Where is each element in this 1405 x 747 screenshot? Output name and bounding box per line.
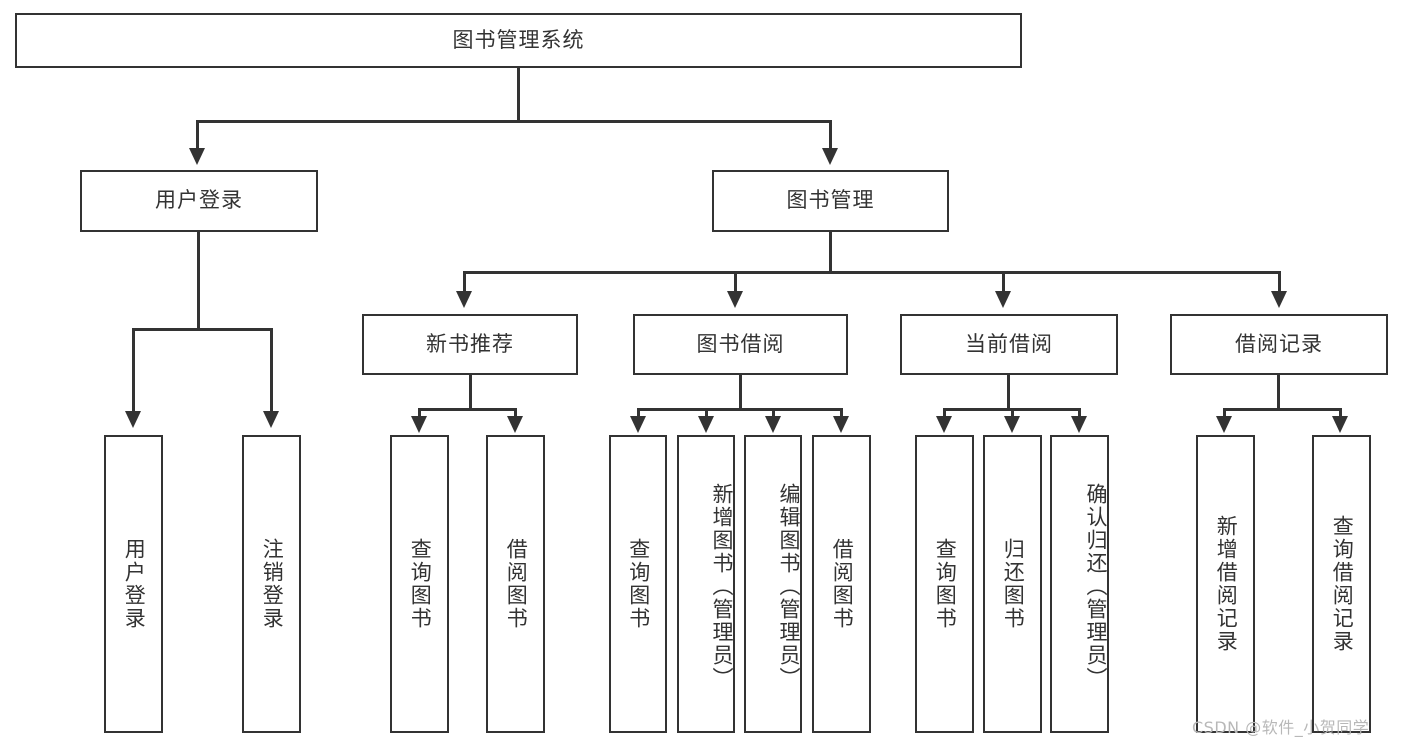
connector-user-login-bus [132,328,272,331]
arrow-to-borrow-record-icon [1271,291,1287,308]
leaf-user-login-logout[interactable]: 注销登录 [242,435,301,733]
leaf-borrow-record-add-record[interactable]: 新增借阅记录 [1196,435,1255,733]
arrow-to-book-borrow-icon [727,291,743,308]
connector-book-management-stem [829,232,832,271]
connector-user-login-stem [197,232,200,328]
connector-nbr-to-leaf-1 [418,408,421,418]
arrow-nbr-to-leaf-1-icon [411,416,427,433]
connector-new-book-recommend-stem [469,375,472,408]
leaf-new-book-recommend-query-book[interactable]: 查询图书 [390,435,449,733]
connector-nbr-to-leaf-2 [514,408,517,418]
connector-book-borrow-stem [739,375,742,408]
connector-to-new-book-recommend [463,271,466,293]
arrow-bb-to-leaf-1-icon [630,416,646,433]
node-user-login[interactable]: 用户登录 [80,170,318,232]
connector-new-book-recommend-bus [418,408,517,411]
leaf-current-borrow-confirm-return-admin[interactable]: 确认归还（管理员） [1050,435,1109,733]
arrow-cb-to-leaf-1-icon [936,416,952,433]
arrow-user-login-to-leaf-1-icon [125,411,141,428]
connector-cb-to-leaf-3 [1078,408,1081,418]
leaf-new-book-recommend-borrow-book[interactable]: 借阅图书 [486,435,545,733]
connector-to-current-borrow [1002,271,1005,293]
connector-book-borrow-bus [637,408,840,411]
arrow-root-to-book-management-icon [822,148,838,165]
arrow-cb-to-leaf-3-icon [1071,416,1087,433]
node-book-borrow[interactable]: 图书借阅 [633,314,848,375]
connector-book-management-bus [463,271,1281,274]
leaf-borrow-record-query-record[interactable]: 查询借阅记录 [1312,435,1371,733]
node-borrow-record[interactable]: 借阅记录 [1170,314,1388,375]
connector-borrow-record-bus [1223,408,1342,411]
node-new-book-recommend[interactable]: 新书推荐 [362,314,578,375]
connector-current-borrow-stem [1007,375,1010,408]
arrow-bb-to-leaf-2-icon [698,416,714,433]
connector-bb-to-leaf-3 [772,408,775,418]
arrow-cb-to-leaf-2-icon [1004,416,1020,433]
arrow-to-current-borrow-icon [995,291,1011,308]
connector-root-to-user-login [196,120,199,150]
arrow-br-to-leaf-1-icon [1216,416,1232,433]
connector-to-borrow-record [1278,271,1281,293]
connector-br-to-leaf-1 [1223,408,1226,418]
leaf-current-borrow-query-book[interactable]: 查询图书 [915,435,974,733]
connector-cb-to-leaf-1 [943,408,946,418]
connector-bb-to-leaf-4 [840,408,843,418]
arrow-nbr-to-leaf-2-icon [507,416,523,433]
arrow-bb-to-leaf-4-icon [833,416,849,433]
node-current-borrow[interactable]: 当前借阅 [900,314,1118,375]
leaf-book-borrow-borrow-book[interactable]: 借阅图书 [812,435,871,733]
connector-current-borrow-bus [943,408,1078,411]
leaf-book-borrow-query-book[interactable]: 查询图书 [609,435,667,733]
connector-user-login-to-leaf-2 [270,328,273,413]
arrow-root-to-user-login-icon [189,148,205,165]
connector-borrow-record-stem [1277,375,1280,408]
arrow-br-to-leaf-2-icon [1332,416,1348,433]
node-book-management[interactable]: 图书管理 [712,170,949,232]
connector-root-to-book-management [829,120,832,150]
connector-cb-to-leaf-2 [1011,408,1014,418]
connector-bb-to-leaf-1 [637,408,640,418]
leaf-book-borrow-edit-book-admin[interactable]: 编辑图书（管理员） [744,435,802,733]
arrow-bb-to-leaf-3-icon [765,416,781,433]
connector-to-book-borrow [734,271,737,293]
arrow-user-login-to-leaf-2-icon [263,411,279,428]
arrow-to-new-book-recommend-icon [456,291,472,308]
leaf-user-login-login[interactable]: 用户登录 [104,435,163,733]
connector-br-to-leaf-2 [1339,408,1342,418]
connector-bb-to-leaf-2 [705,408,708,418]
connector-user-login-to-leaf-1 [132,328,135,413]
connector-root-stem [517,68,520,120]
csdn-watermark: CSDN @软件_小贺同学 [1192,718,1370,737]
leaf-current-borrow-return-book[interactable]: 归还图书 [983,435,1042,733]
leaf-book-borrow-add-book-admin[interactable]: 新增图书（管理员） [677,435,735,733]
connector-root-bus [196,120,832,123]
node-root-book-management-system[interactable]: 图书管理系统 [15,13,1022,68]
